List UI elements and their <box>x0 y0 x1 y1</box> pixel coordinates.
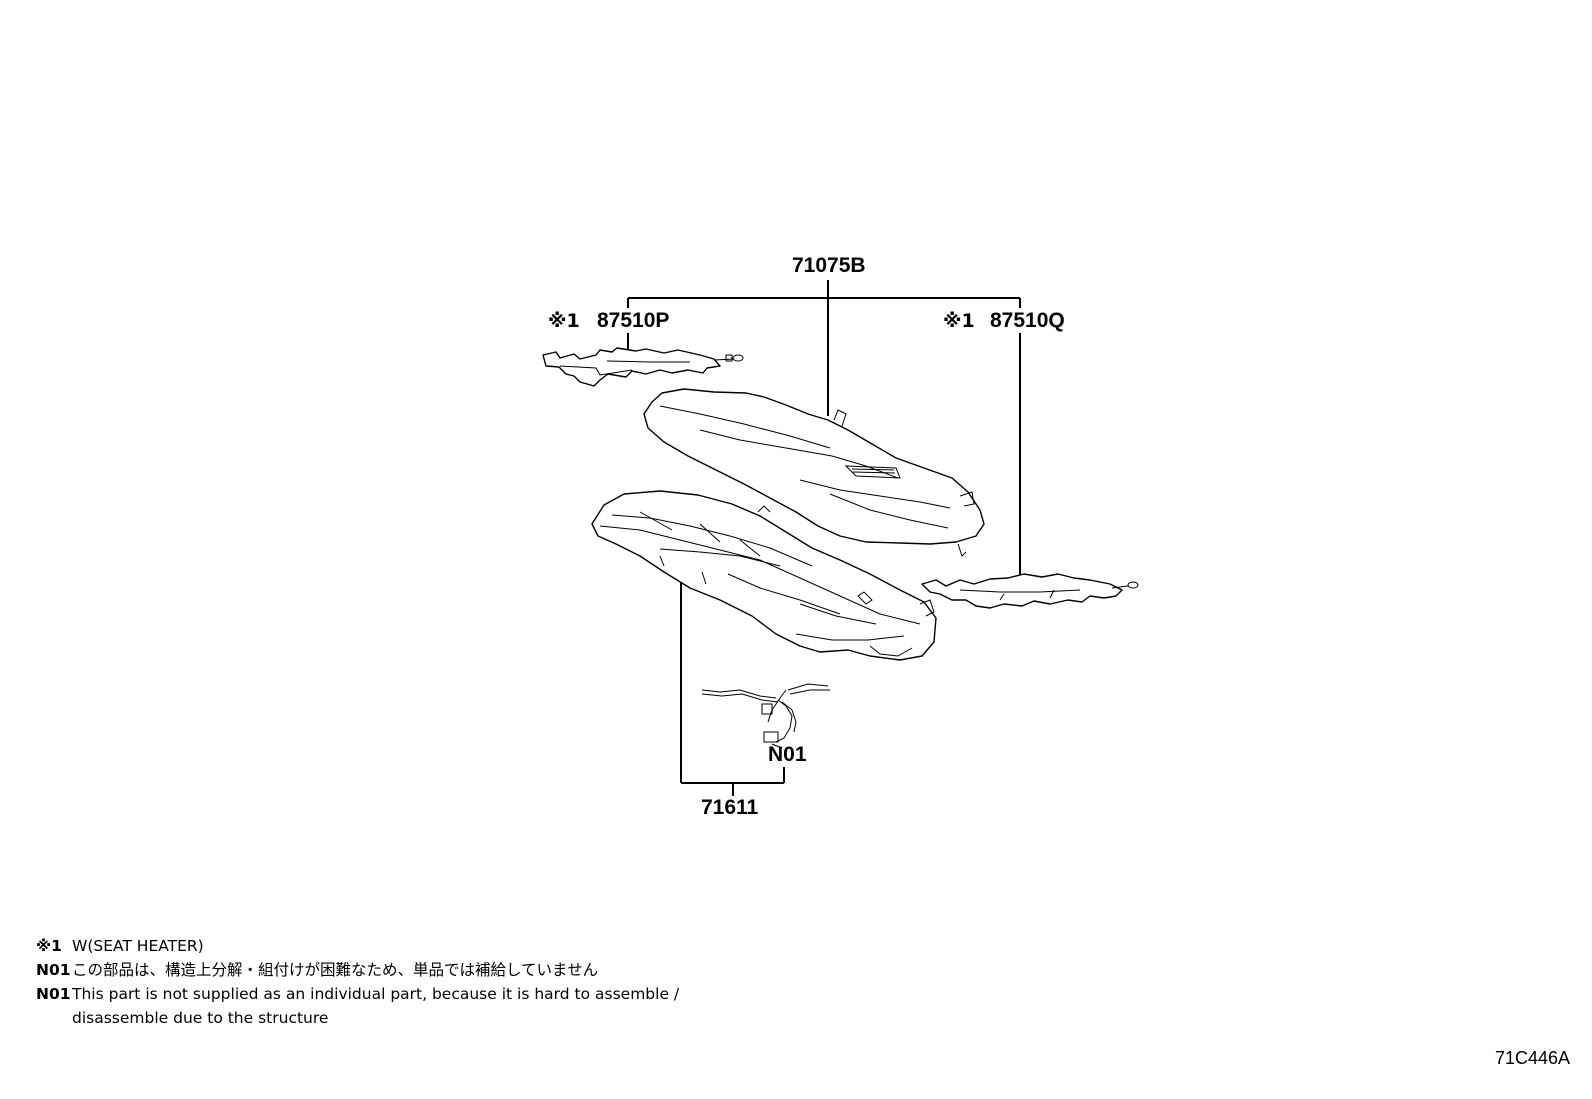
callout-87510Q[interactable]: 87510Q <box>990 309 1065 332</box>
callout-87510P[interactable]: 87510P <box>597 309 669 332</box>
note-text: この部品は、構造上分解・組付けが困難なため、単品では補給していません <box>72 961 599 979</box>
seat-cushion-cover[interactable] <box>643 388 985 557</box>
note-n01-en-continuation: disassemble due to the structure <box>72 1009 329 1027</box>
callout-71611[interactable]: 71611 <box>701 796 759 819</box>
footnotes: ※1 W(SEAT HEATER) N01 この部品は、構造上分解・組付けが困難… <box>36 934 679 1030</box>
illustration-code: 71C446A <box>1494 1048 1570 1068</box>
callout-71075B[interactable]: 71075B <box>792 254 866 277</box>
note-key: ※1 <box>36 937 62 955</box>
seat-heater-harness[interactable] <box>701 683 830 749</box>
note-key: N01 <box>36 985 71 1003</box>
seat-heater-left[interactable] <box>542 347 744 387</box>
callout-mark-right: ※1 <box>943 310 975 332</box>
callout-N01[interactable]: N01 <box>768 743 807 766</box>
note-n01-en: N01 This part is not supplied as an indi… <box>36 982 679 1006</box>
note-seat-heater: ※1 W(SEAT HEATER) <box>36 934 679 958</box>
callout-mark-left: ※1 <box>548 310 580 332</box>
note-text: This part is not supplied as an individu… <box>72 985 680 1003</box>
leader-lines <box>627 280 1021 796</box>
seat-heater-right[interactable] <box>921 573 1139 609</box>
note-n01-ja: N01 この部品は、構造上分解・組付けが困難なため、単品では補給していません <box>36 958 679 982</box>
seat-cushion-pad[interactable] <box>591 490 937 661</box>
note-key: N01 <box>36 961 71 979</box>
note-text: W(SEAT HEATER) <box>72 937 204 955</box>
